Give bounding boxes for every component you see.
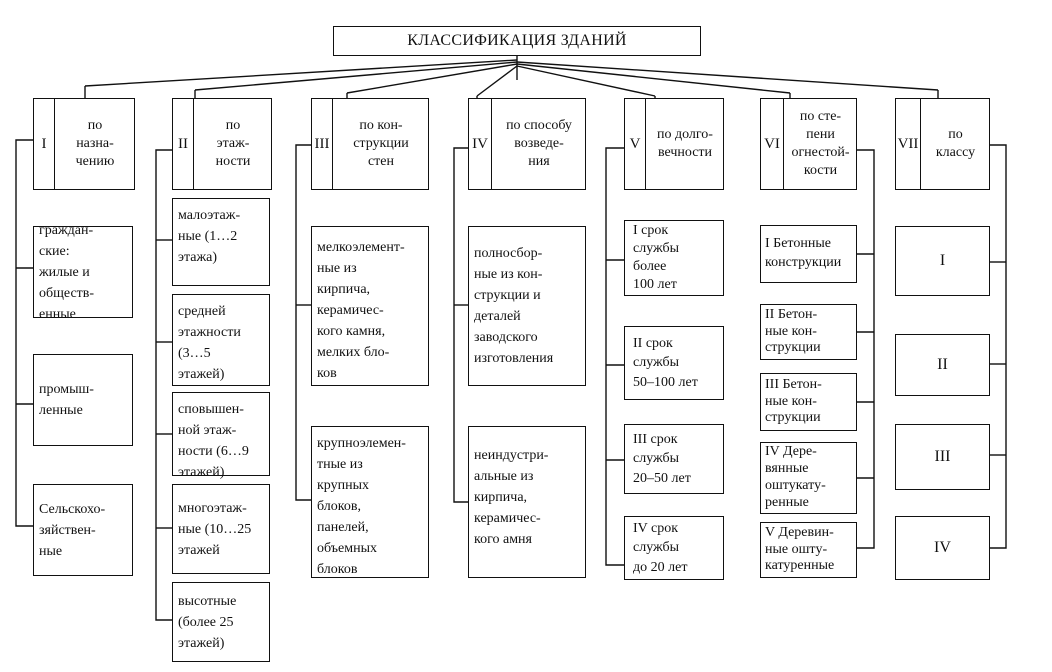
category-label: по способу возведе- ния bbox=[506, 118, 572, 169]
class-4: IV bbox=[895, 516, 990, 580]
item-text: полносбор- ные из кон- струкции и детале… bbox=[474, 246, 554, 366]
category-number: VII bbox=[896, 99, 921, 189]
item-text: I bbox=[939, 252, 946, 269]
durability-2: II срок службы 50–100 лет bbox=[624, 326, 724, 400]
fire-resistance-2: II Бетон- ные кон- струкции bbox=[760, 304, 857, 360]
item-text: промыш- ленные bbox=[39, 382, 94, 418]
erection-prefab: полносбор- ные из кон- струкции и детале… bbox=[468, 226, 586, 386]
item-text: II bbox=[937, 356, 948, 373]
fire-resistance-1: I Бетонные конструкции bbox=[760, 225, 857, 283]
durability-1: I срок службы более 100 лет bbox=[624, 220, 724, 296]
category-header-3: III по кон- струкции стен bbox=[311, 98, 429, 190]
fire-resistance-5: V Деревин- ные оштy- катуренные bbox=[760, 522, 857, 578]
item-text: III Бетон- ные кон- струкции bbox=[765, 376, 822, 426]
storeys-medium: средней этажности (3…5 этажей) bbox=[172, 294, 270, 386]
walls-small-element: мелкоэлемент- ные из кирпича, керамичес-… bbox=[311, 226, 429, 386]
category-number: IV bbox=[469, 99, 492, 189]
item-text: крупноэлемен- тные из крупных блоков, па… bbox=[317, 436, 406, 577]
durability-4: IV срок службы до 20 лет bbox=[624, 516, 724, 580]
category-number: III bbox=[312, 99, 333, 189]
class-3: III bbox=[895, 424, 990, 490]
category-header-4: IV по способу возведе- ния bbox=[468, 98, 586, 190]
category-number: VI bbox=[761, 99, 784, 189]
storeys-multi: многоэтаж- ные (10…25 этажей bbox=[172, 484, 270, 574]
item-text: многоэтаж- ные (10…25 этажей bbox=[178, 500, 252, 558]
item-text: высотные (более 25 этажей) bbox=[178, 593, 237, 651]
item-text: III bbox=[934, 448, 951, 465]
item-text: малоэтаж- ные (1…2 этажа) bbox=[178, 208, 241, 265]
item-text: I срок службы более 100 лет bbox=[633, 222, 680, 293]
category-header-5: V по долго- вечности bbox=[624, 98, 724, 190]
category-number: V bbox=[625, 99, 646, 189]
storeys-increased: cповышен- ной этаж- ности (6…9 этажей) bbox=[172, 392, 270, 480]
erection-non-industrial: неиндустри- альные из кирпича, керамичес… bbox=[468, 426, 586, 578]
item-text: cповышен- ной этаж- ности (6…9 этажей) bbox=[178, 402, 249, 480]
item-text: средней этажности (3…5 этажей) bbox=[178, 304, 241, 382]
category-header-6: VI по сте- пени огнестой- кости bbox=[760, 98, 857, 190]
storeys-high-rise: высотные (более 25 этажей) bbox=[172, 582, 270, 662]
item-text: III срок службы 20–50 лет bbox=[633, 431, 691, 486]
item-text: IV срок службы до 20 лет bbox=[633, 520, 688, 575]
category-label: по классу bbox=[935, 127, 976, 160]
category-label: по сте- пени огнестой- кости bbox=[791, 109, 850, 178]
category-number: I bbox=[34, 99, 55, 189]
class-1: I bbox=[895, 226, 990, 296]
purpose-civil: граждан- ские: жилые и обществ- енные bbox=[33, 223, 133, 322]
item-text: II Бетон- ные кон- струкции bbox=[765, 306, 821, 356]
walls-large-element: крупноэлемен- тные из крупных блоков, па… bbox=[311, 426, 429, 578]
category-label: по кон- струкции стен bbox=[353, 118, 409, 169]
item-text: I Бетонные конструкции bbox=[765, 236, 842, 270]
diagram-title: КЛАССИФИКАЦИЯ ЗДАНИЙ bbox=[333, 26, 701, 56]
category-label: по этаж- ности bbox=[215, 118, 251, 169]
category-label: по назна- чению bbox=[75, 118, 115, 169]
fire-resistance-3: III Бетон- ные кон- струкции bbox=[760, 373, 857, 431]
durability-3: III срок службы 20–50 лет bbox=[624, 424, 724, 494]
purpose-agricultural: Сельскохо- зяйствен- ные bbox=[33, 484, 133, 576]
fire-resistance-4: IV Дере- вянные оштукату- ренные bbox=[760, 442, 857, 514]
item-text: неиндустри- альные из кирпича, керамичес… bbox=[474, 448, 549, 547]
item-text: мелкоэлемент- ные из кирпича, керамичес-… bbox=[317, 240, 405, 381]
item-text: IV Дере- вянные оштукату- ренные bbox=[765, 444, 826, 510]
item-text: V Деревин- ные оштy- катуренные bbox=[765, 524, 835, 574]
class-2: II bbox=[895, 334, 990, 396]
item-text: IV bbox=[934, 539, 951, 556]
category-label: по долго- вечности bbox=[657, 127, 713, 160]
category-number: II bbox=[173, 99, 194, 189]
category-header-7: VII по классу bbox=[895, 98, 990, 190]
item-text: граждан- ские: жилые и обществ- енные bbox=[39, 222, 95, 322]
category-header-1: I по назна- чению bbox=[33, 98, 135, 190]
item-text: II срок службы 50–100 лет bbox=[633, 335, 698, 390]
purpose-industrial: промыш- ленные bbox=[33, 354, 133, 446]
item-text: Сельскохо- зяйствен- ные bbox=[39, 501, 106, 559]
category-header-2: II по этаж- ности bbox=[172, 98, 272, 190]
storeys-low: малоэтаж- ные (1…2 этажа) bbox=[172, 198, 270, 286]
